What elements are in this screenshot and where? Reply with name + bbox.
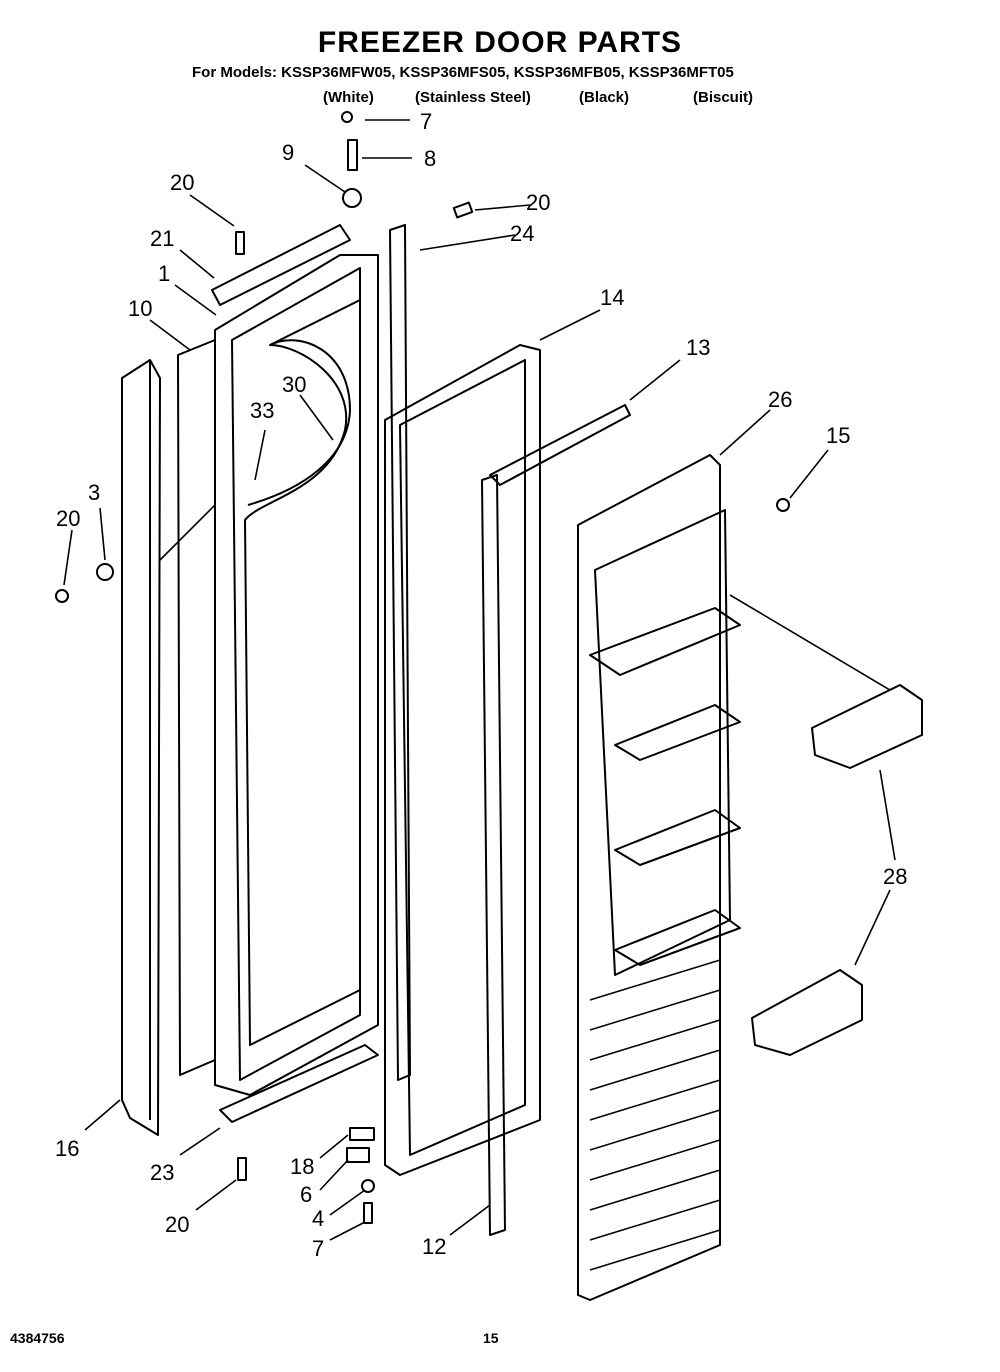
callout-4: 4 [312,1206,324,1231]
part-10-panel [177,339,216,1076]
shelf-1 [589,607,741,676]
part-4-washer-lower [361,1179,375,1193]
callout-15: 15 [826,423,850,448]
callout-12: 12 [422,1234,446,1259]
part-23-bracket [219,1044,379,1123]
callout-20-bottom: 20 [165,1212,189,1237]
part-8-pin [347,139,358,171]
part-20-screw-bottom [237,1157,247,1181]
part-28-bin-lower [751,969,863,1056]
part-20-screw-top [235,231,245,255]
callout-21: 21 [150,226,174,251]
part-1-door-frame [214,254,379,1096]
shelf-2 [614,704,741,761]
callout-13: 13 [686,335,710,360]
part-20-screw-right [452,201,474,219]
shelf-4 [614,909,741,966]
part-15-screw [776,498,790,512]
callout-10: 10 [128,296,152,321]
callout-20-top-left: 20 [170,170,194,195]
variant-black: (Black) [579,89,630,106]
part-7-top-screw [341,111,353,123]
callout-3: 3 [88,480,100,505]
part-30-insulation [244,299,361,1046]
doc-number: 4384756 [10,1330,65,1346]
part-18-plate [349,1127,375,1141]
part-3-washer [96,563,114,581]
shelf-3 [614,809,741,866]
callout-20-left: 20 [56,506,80,531]
variant-white: (White) [323,89,374,106]
callout-14: 14 [600,285,624,310]
models-line: For Models: KSSP36MFW05, KSSP36MFS05, KS… [192,64,734,81]
callout-7-top: 7 [420,109,432,134]
callout-33: 33 [250,398,274,423]
callout-23: 23 [150,1160,174,1185]
part-6-hinge-lower [346,1147,370,1163]
part-9-hinge [342,188,362,208]
part-16-side-trim [121,359,161,1136]
part-13-strip [489,404,631,486]
page-number: 15 [483,1330,499,1346]
callout-8: 8 [424,146,436,171]
part-20-screw-left [55,589,69,603]
variant-biscuit: (Biscuit) [693,89,753,106]
part-14-liner [384,344,541,1176]
callout-6: 6 [300,1182,312,1207]
callout-16: 16 [55,1136,79,1161]
callout-1: 1 [158,261,170,286]
callout-26: 26 [768,387,792,412]
callout-18: 18 [290,1154,314,1179]
variant-stainless-steel: (Stainless Steel) [415,89,531,106]
part-12-gasket [481,474,506,1236]
callout-9: 9 [282,140,294,165]
callout-30: 30 [282,372,306,397]
callout-7-bottom: 7 [312,1236,324,1261]
part-7-bottom-screw [363,1202,373,1224]
part-28-bin-upper [811,684,923,769]
page-title: FREEZER DOOR PARTS [317,26,683,59]
callout-20-top-right: 20 [526,190,550,215]
callout-28: 28 [883,864,907,889]
part-21-bracket [211,224,351,306]
part-24-strip [389,224,411,1081]
callout-24: 24 [510,221,534,246]
part-26-inner-liner [577,454,721,1301]
